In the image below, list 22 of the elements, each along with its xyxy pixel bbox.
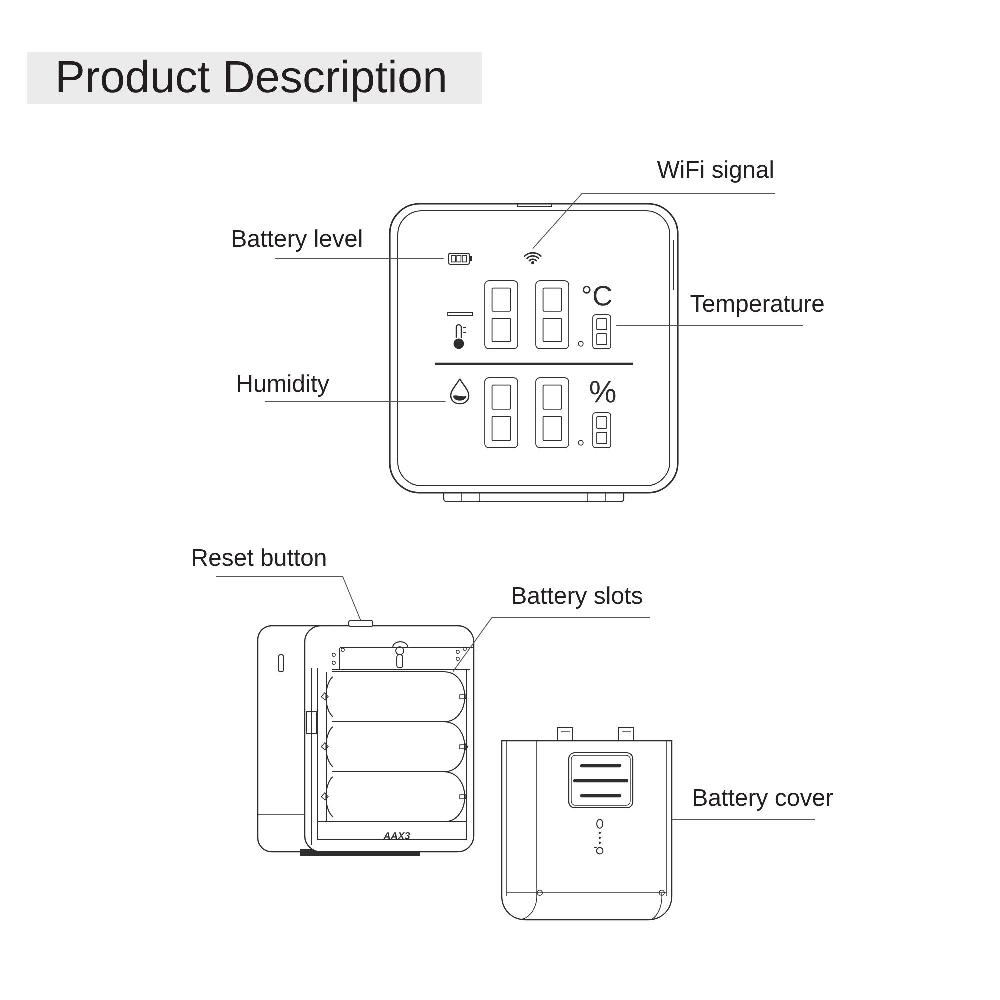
callout-label: Temperature [690, 295, 824, 317]
callout-label: Battery level [233, 230, 362, 252]
droplet-icon [450, 378, 470, 405]
leader-line [274, 258, 444, 260]
unit-symbol: °C [582, 286, 612, 306]
battery-icon [448, 253, 472, 265]
title-banner: Product Description [27, 52, 482, 104]
digit-display [484, 280, 612, 350]
callout-label: WiFi signal [657, 160, 773, 183]
leader-line [216, 576, 362, 622]
callout-label: Battery cover [694, 790, 834, 811]
leader-line [532, 194, 776, 250]
leader-line [452, 618, 650, 672]
callout-label: Battery slots [513, 586, 642, 609]
reset-button [348, 620, 374, 627]
wifi-icon [524, 252, 542, 265]
callout-label: Humidity [238, 374, 330, 397]
battery-marking: AAX3 [383, 832, 410, 840]
callout-label: Reset button [193, 548, 326, 566]
battery [326, 671, 466, 723]
unit-symbol: % [590, 381, 616, 403]
battery-cover [501, 728, 673, 921]
